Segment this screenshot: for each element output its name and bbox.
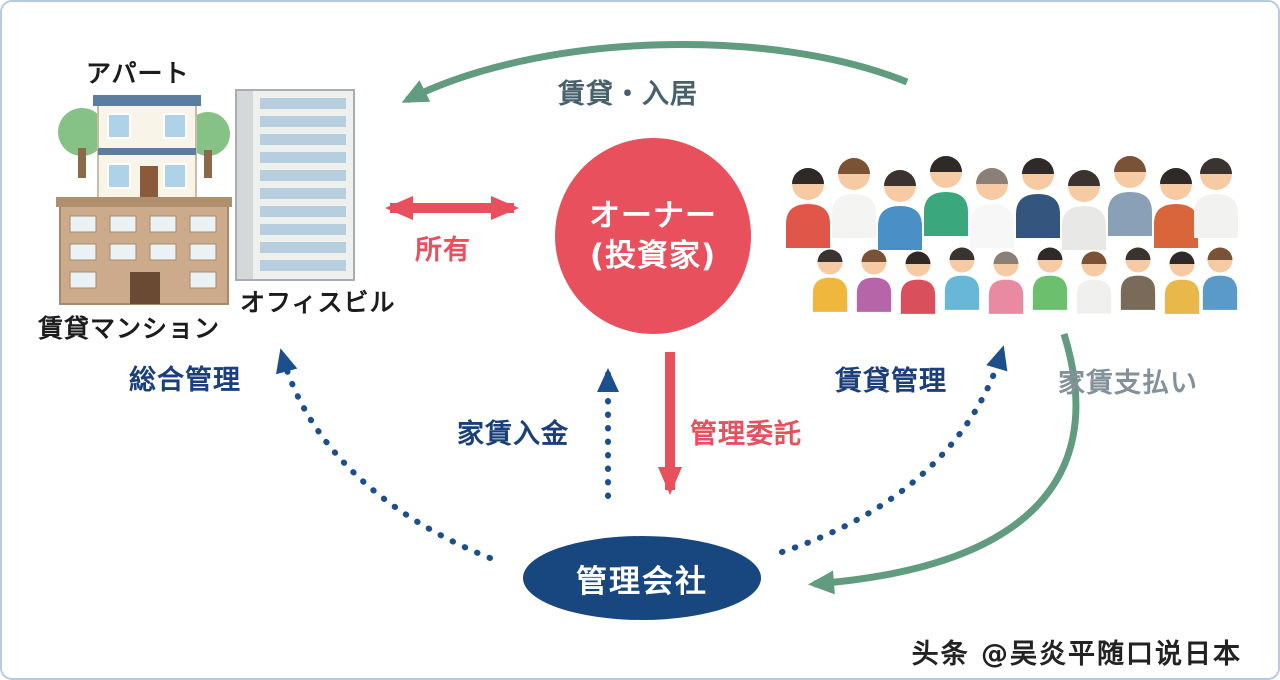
person-figure [1120,247,1156,310]
owner-label-line2: (投資家) [589,238,717,274]
rental-management-label: 賃貸管理 [835,366,947,397]
owner-node: オーナー (投資家) [555,138,751,334]
lease-movein-arrow [401,41,909,104]
person-figure [1154,168,1198,248]
rental-mansion-label: 賃貸マンション [38,314,221,343]
person-figure [786,168,830,248]
person-figure [924,156,968,236]
person-figure [1164,251,1200,314]
person-figure [1032,247,1068,310]
person-figure [1016,158,1060,238]
lease-movein-label: 賃貸・入居 [558,79,698,110]
management-company-label: 管理会社 [576,563,708,600]
watermark-text: 头条 @吴炎平随口说日本 [911,639,1242,670]
person-figure [1194,158,1238,238]
ownership-label: 所有 [415,235,471,266]
person-figure [1108,156,1152,236]
rent-payment-label: 家賃支払い [1058,368,1198,399]
office-building-illustration [235,89,355,281]
person-figure [832,158,876,238]
rental-management-arrow [779,345,1008,555]
mansion-illustration [56,197,232,305]
person-figure [944,247,980,310]
rent-payment-arrow [808,332,1080,595]
tenants-illustration [786,156,1238,314]
management-company-node: 管理会社 [523,536,761,620]
management-consignment-label: 管理委託 [690,419,802,450]
person-figure [1076,251,1112,314]
person-figure [900,251,936,314]
comprehensive-management-arrow [276,348,493,561]
person-figure [856,249,892,312]
apartment-illustration [58,95,230,201]
person-figure [988,251,1024,314]
comprehensive-management-label: 総合管理 [129,365,241,396]
person-figure [878,170,922,250]
office-building-label: オフィスビル [240,288,396,317]
person-figure [1202,247,1238,310]
owner-label-line1: オーナー [589,197,717,234]
apartment-label: アパート [86,59,190,88]
person-figure [812,249,848,312]
rent-deposit-label: 家賃入金 [457,419,569,450]
person-figure [1062,170,1106,250]
person-figure [970,168,1014,248]
